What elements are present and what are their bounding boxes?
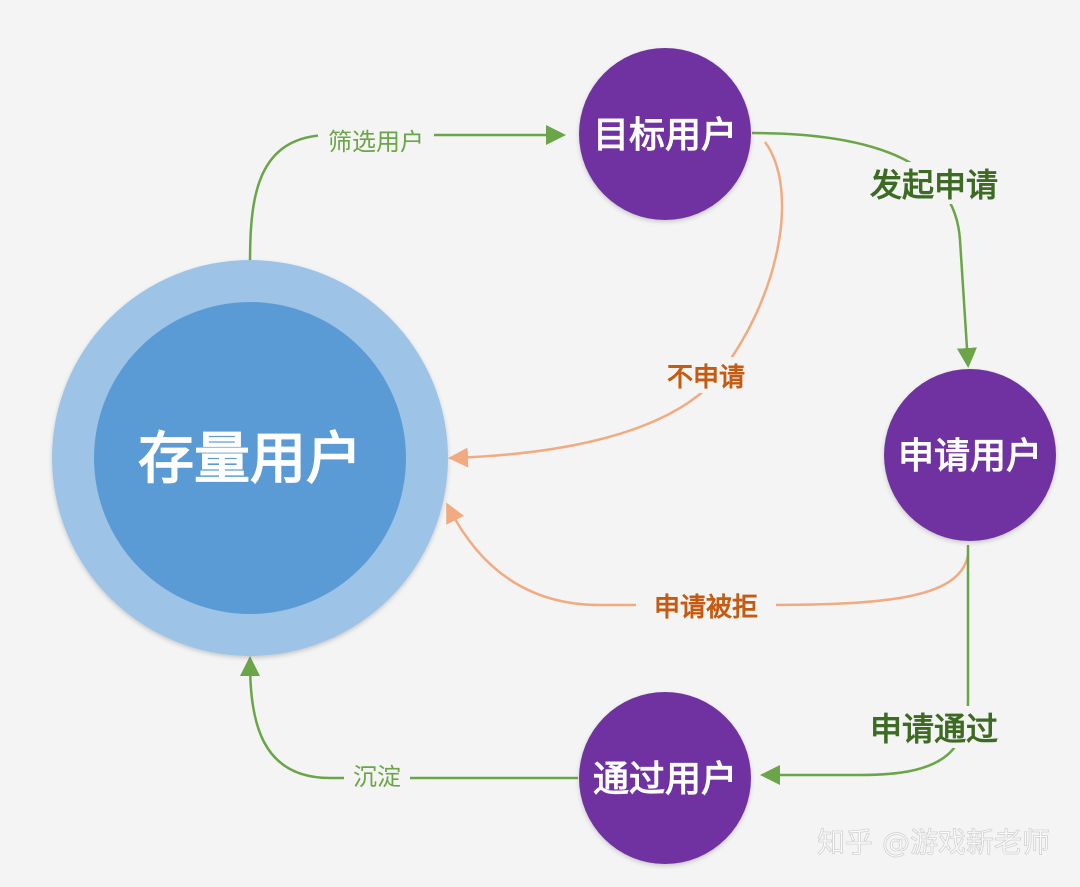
edge-settle-arrow	[240, 656, 578, 780]
node-target-users: 目标用户	[579, 48, 751, 220]
edge-label-bg	[858, 162, 1010, 204]
node-approved-users-circle	[579, 692, 751, 864]
edge-label-filter-users: 筛选用户	[328, 128, 424, 156]
edge-label-application-rejected: 申请被拒	[654, 593, 758, 623]
node-applying-users: 申请用户	[884, 369, 1056, 541]
node-approved-users: 通过用户	[579, 692, 751, 864]
edge-label-bg	[636, 588, 776, 624]
node-stock-users-core	[94, 302, 406, 614]
edge-label-bg	[344, 760, 410, 792]
edge-label-bg	[858, 706, 1010, 748]
edge-label-settle: 沉淀	[353, 763, 401, 791]
node-stock-users: 存量用户	[52, 260, 448, 656]
node-applying-users-circle	[884, 369, 1056, 541]
node-target-users-label: 目标用户	[593, 115, 737, 156]
watermark-text: 知乎 @游戏新老师	[817, 826, 1050, 859]
edge-label-bg	[318, 124, 434, 156]
edge-label-initiate-application: 发起申请	[870, 166, 998, 204]
edge-label-bg	[656, 357, 756, 393]
node-applying-users-label: 申请用户	[898, 436, 1042, 477]
node-stock-users-label: 存量用户	[138, 427, 362, 492]
edge-initiate-application-arrow	[751, 131, 977, 368]
edge-filter-users-arrow	[248, 125, 566, 266]
node-approved-users-label: 通过用户	[593, 759, 737, 800]
node-target-users-circle	[579, 48, 751, 220]
edge-label-application-approved: 申请通过	[870, 710, 998, 748]
edge-label-no-application: 不申请	[667, 363, 745, 393]
